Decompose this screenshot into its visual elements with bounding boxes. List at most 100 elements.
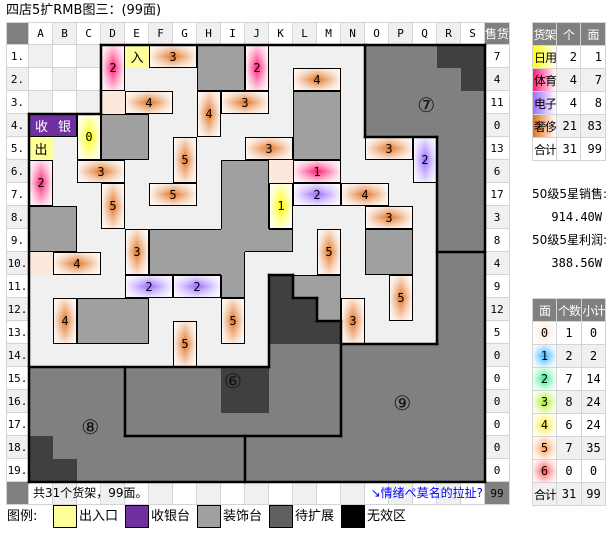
legend-label-invalid: 无效区 [367, 509, 407, 524]
map-cell-decoration [149, 229, 173, 252]
map-cell-decoration [317, 275, 341, 298]
shelf-type-daily-count: 2 [557, 46, 581, 69]
map-cell-decoration [197, 68, 221, 91]
map-cell-pending-expansion [461, 275, 485, 298]
column-header: M [317, 22, 341, 45]
map-cell-outside [29, 45, 53, 68]
map-cell-outside [77, 91, 101, 114]
faces-total-count: 31 [557, 483, 582, 506]
map-cell-decoration [221, 206, 245, 229]
map-cell-invalid [317, 321, 341, 344]
entrance: 入 [125, 45, 149, 68]
map-cell-pending-expansion [365, 390, 389, 413]
map-cell-floor [173, 114, 197, 137]
faces-table-header-face: 面 [533, 299, 557, 322]
map-cell-floor [341, 206, 365, 229]
author-link[interactable]: ↘情绪ぺ莫名的拉扯? [370, 486, 483, 500]
map-cell-floor [365, 321, 389, 344]
map-cell-floor [293, 45, 317, 68]
shelf-luxury: 3 [365, 206, 413, 229]
map-cell-floor [341, 45, 365, 68]
map-cell-floor [53, 160, 77, 183]
map-cell-floor [101, 275, 125, 298]
map-cell-floor [245, 252, 269, 275]
shelf-type-electronics-count: 4 [557, 92, 581, 115]
map-cell-floor [341, 229, 365, 252]
map-cell-decoration [125, 137, 149, 160]
sales-value: 0 [485, 367, 510, 390]
sales-value: 11 [485, 91, 510, 114]
map-cell-pending-expansion [269, 344, 293, 367]
shelf-luxury: 4 [53, 252, 101, 275]
shelf-luxury: 3 [245, 137, 293, 160]
map-cell-pending-expansion [389, 436, 413, 459]
faces-total-subtotal: 99 [582, 483, 606, 506]
map-cell-floor [269, 91, 293, 114]
map-cell-floor [77, 275, 101, 298]
map-cell-floor [341, 91, 365, 114]
footer-cell [221, 482, 245, 505]
map-cell-decoration [101, 137, 125, 160]
entrance-char: 入 [130, 51, 144, 66]
shelf-luxury: 5 [173, 321, 197, 367]
map-cell-floor [389, 321, 413, 344]
map-cell-decoration [197, 252, 221, 275]
map-cell-decoration [29, 206, 53, 229]
footer-total: 99 [485, 482, 510, 505]
map-cell-pending-expansion [173, 413, 197, 436]
map-cell-floor [149, 160, 173, 183]
map-cell-outside [77, 68, 101, 91]
shelf-luxury: 5 [149, 183, 197, 206]
map-cell-floor [413, 183, 437, 206]
map-cell-floor [197, 321, 221, 344]
map-cell-invalid [461, 45, 485, 68]
map-cell-floor [29, 344, 53, 367]
map-cell-decoration [221, 45, 245, 68]
sales-value: 0 [485, 459, 510, 482]
map-cell-pending-expansion [389, 459, 413, 482]
shelf-electronics: 2 [173, 275, 221, 298]
map-cell-pending-expansion [437, 252, 461, 275]
sales-value: 8 [485, 229, 510, 252]
map-cell-floor [77, 183, 101, 206]
sales-value: 0 [485, 344, 510, 367]
map-cell-pending-expansion [365, 45, 389, 68]
map-cell-pending-expansion [437, 183, 461, 206]
map-cell-pending-expansion [413, 344, 437, 367]
legend-label-pending: 待扩展 [295, 509, 335, 524]
map-cell-floor [221, 114, 245, 137]
shelf-electronics: 2 [125, 275, 173, 298]
zone-label: ⑨ [393, 390, 412, 415]
shelf-luxury: 3 [149, 45, 197, 68]
column-header: O [365, 22, 389, 45]
map-cell-pending-expansion [125, 390, 149, 413]
map-cell-pending-expansion [437, 137, 461, 160]
column-header: P [389, 22, 413, 45]
map-cell-floor [53, 275, 77, 298]
map-cell-decoration [365, 229, 389, 252]
legend-title: 图例: [7, 509, 38, 524]
sales-value: 0 [485, 436, 510, 459]
map-cell-floor [29, 275, 53, 298]
map-cell-pending-expansion [77, 436, 101, 459]
column-header: H [197, 22, 221, 45]
footer-cell [365, 482, 389, 505]
map-cell-floor [53, 137, 77, 160]
map-cell-floor [149, 344, 173, 367]
shelf-luxury: 4 [125, 91, 173, 114]
map-cell-pending-expansion [221, 413, 245, 436]
legend-label-decoration: 装饰台 [223, 509, 263, 524]
map-cell-pending-expansion [125, 459, 149, 482]
map-cell-decoration [245, 183, 269, 206]
cashier-char: 收 [34, 120, 48, 135]
map-cell-pending-expansion [389, 68, 413, 91]
map-cell-decoration [149, 252, 173, 275]
map-cell-decoration [29, 229, 53, 252]
column-header: I [221, 22, 245, 45]
map-cell-outside [53, 68, 77, 91]
map-cell-floor [53, 183, 77, 206]
shelf-luxury: 3 [341, 298, 365, 344]
face-level-3: 3 [533, 391, 557, 414]
map-cell-invalid [293, 321, 317, 344]
map-cell-floor [197, 206, 221, 229]
